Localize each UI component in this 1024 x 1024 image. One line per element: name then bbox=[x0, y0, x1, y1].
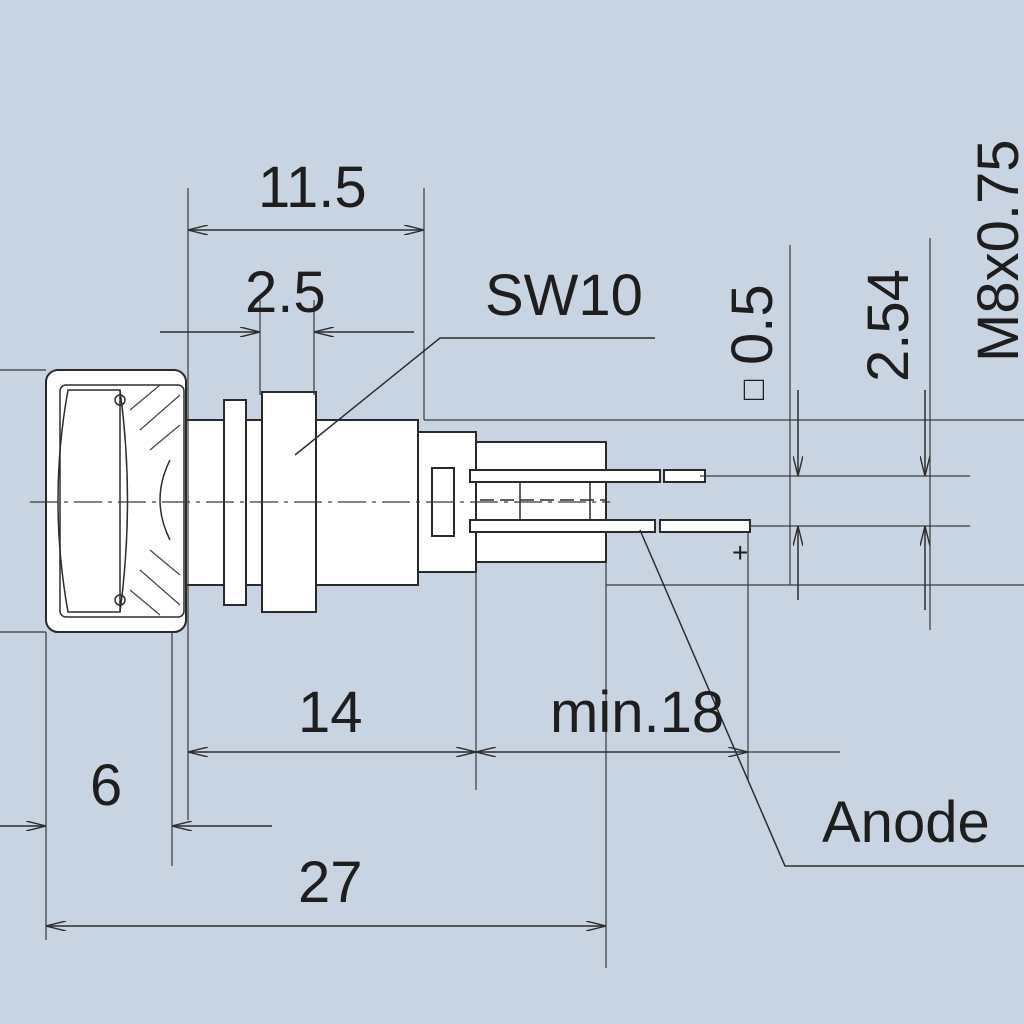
leads bbox=[469, 469, 751, 533]
led-socket-body bbox=[30, 369, 751, 633]
sw10-label: SW10 bbox=[485, 263, 643, 328]
thread-label: M8x0.75 bbox=[966, 140, 1024, 362]
dimension-lines bbox=[0, 230, 1024, 926]
dim-27-label: 27 bbox=[298, 850, 363, 915]
dim-11-5-label: 11.5 bbox=[258, 155, 367, 220]
lens-cap-rim bbox=[59, 384, 185, 618]
lens-cap bbox=[45, 369, 187, 633]
min-18-label: min.18 bbox=[550, 680, 724, 745]
dimension-labels: 11.5 2.5 SW10 0.5 □ 2.54 M8x0.75 14 min.… bbox=[90, 140, 1024, 915]
plus-sign: + bbox=[732, 537, 748, 568]
square-symbol: □ bbox=[734, 379, 772, 400]
anode-label: Anode bbox=[822, 790, 990, 855]
dim-14-label: 14 bbox=[298, 680, 363, 745]
dim-2-54-label: 2.54 bbox=[856, 269, 921, 382]
dim-2-5-label: 2.5 bbox=[245, 260, 326, 325]
extension-lines bbox=[0, 188, 1024, 968]
dim-6-label: 6 bbox=[90, 753, 122, 818]
cap-hatching bbox=[129, 384, 181, 616]
dim-0-5-label: 0.5 bbox=[720, 284, 785, 365]
